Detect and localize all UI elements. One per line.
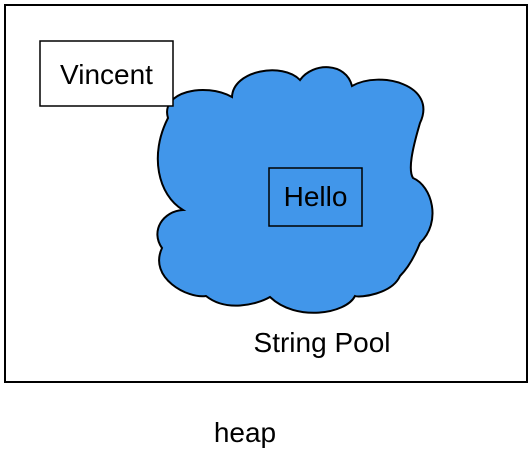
- hello-string-box: [268, 167, 363, 227]
- heap-label: heap: [214, 417, 276, 448]
- string-pool-cloud: [156, 66, 434, 314]
- hello-string-label: Hello: [284, 181, 348, 212]
- vincent-string-box: [39, 40, 174, 107]
- vincent-string-label: Vincent: [60, 59, 153, 90]
- string-pool-label: String Pool: [254, 327, 391, 358]
